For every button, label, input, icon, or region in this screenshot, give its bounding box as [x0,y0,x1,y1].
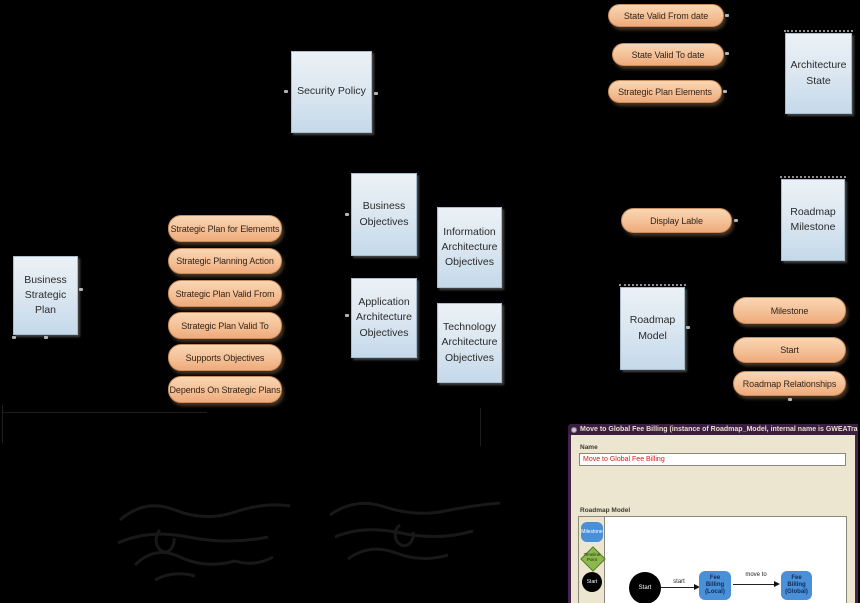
attr-strategic-planning-action: Strategic Planning Action [168,248,282,274]
entity-roadmap-milestone: Roadmap Milestone [780,176,846,261]
canvas-start-node[interactable]: Start [629,572,661,603]
canvas-fee-billing-local-node[interactable]: Fee Billing (Local) [699,571,731,600]
faint-connector-line [2,412,207,413]
attr-state-valid-from-date: State Valid From date [608,4,724,27]
connector-mark [284,90,288,93]
entity-application-architecture-objectives: Application Architecture Objectives [351,278,417,358]
attr-state-valid-to-date: State Valid To date [612,43,724,66]
connector-mark [788,398,792,401]
attr-strategic-plan-elements: Strategic Plan Elements [608,80,722,103]
palette-start-item[interactable]: Start [582,572,602,592]
edge-move-to-line [733,584,777,585]
name-input[interactable]: Move to Global Fee Billing [579,453,846,466]
roadmap-canvas[interactable]: Start start Fee Billing (Local) move to … [606,517,846,603]
window-body: Name Move to Global Fee Billing Roadmap … [568,435,858,603]
connector-mark [12,336,16,339]
roadmap-model-group: Milestone Timeline Point Start Start sta… [578,516,847,603]
window-title-text: Move to Global Fee Billing (instance of … [580,426,858,433]
instance-editor-window: Move to Global Fee Billing (instance of … [568,424,858,603]
entity-roadmap-model: Roadmap Model [619,284,686,370]
faint-connector-line [480,408,481,446]
name-field-label: Name [580,444,598,451]
roadmap-model-group-label: Roadmap Model [580,507,631,514]
shape-palette: Milestone Timeline Point Start [579,517,606,603]
entity-information-architecture-objectives: Information Architecture Objectives [437,207,502,288]
connector-mark [725,52,729,55]
connector-mark [374,92,378,95]
edge-move-to-arrowhead [774,581,780,587]
connector-mark [725,14,729,17]
attr-milestone: Milestone [733,297,846,324]
canvas-fee-billing-global-node[interactable]: Fee Billing (Global) [781,571,812,600]
connector-mark [734,219,738,222]
attr-display-lable: Display Lable [621,208,732,233]
attr-start: Start [733,337,846,363]
connector-mark [723,90,727,93]
connector-mark [345,314,349,317]
edge-start-line [661,587,697,588]
connector-mark [686,326,690,329]
connector-mark [345,213,349,216]
faint-connector-line [2,405,3,443]
attr-strategic-plan-valid-to: Strategic Plan Valid To [168,312,282,339]
entity-business-strategic-plan: Business Strategic Plan [13,256,78,335]
entity-business-objectives: Business Objectives [351,173,417,256]
palette-milestone-item[interactable]: Milestone [581,522,603,542]
entity-security-policy: Security Policy [291,51,372,133]
connector-mark [44,336,48,339]
window-icon [571,426,577,433]
attr-strategic-plan-for-elememts: Strategic Plan for Elememts [168,215,282,242]
entity-technology-architecture-objectives: Technology Architecture Objectives [437,303,502,383]
edge-start-arrowhead [694,584,700,590]
edge-move-to-label: move to [745,572,767,578]
palette-timeline-point-label: Timeline Point [583,552,601,562]
attr-supports-objectives: Supports Objectives [168,344,282,371]
window-titlebar[interactable]: Move to Global Fee Billing (instance of … [568,424,858,435]
attr-strategic-plan-valid-from: Strategic Plan Valid From [168,280,282,307]
entity-architecture-state: Architecture State [784,30,853,114]
attr-roadmap-relationships: Roadmap Relationships [733,371,846,396]
watermark-squiggle [117,501,501,582]
connector-mark [79,288,83,291]
attr-depends-on-strategic-plans: Depends On Strategic Plans [168,376,282,403]
edge-start-label: start [673,579,685,585]
